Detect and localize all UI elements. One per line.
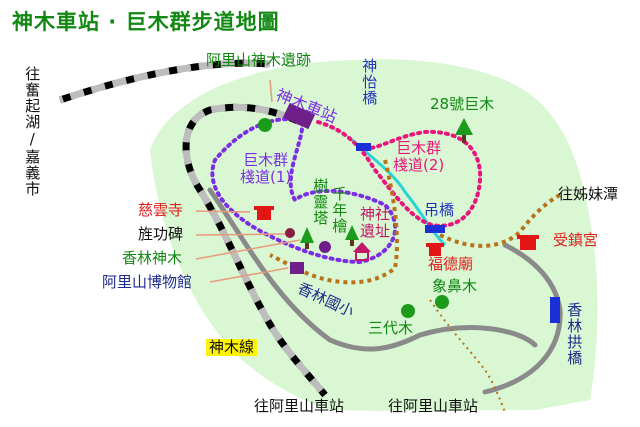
label-to-zimei-lake: 往姊妹潭 <box>558 185 619 203</box>
label-shouzhen-temple: 受鎮宮 <box>553 231 599 249</box>
label-giant-tree-28: 28號巨木 <box>430 95 495 113</box>
museum-icon <box>290 262 304 274</box>
label-trail-2: 巨木群 棧道(2) <box>393 139 445 175</box>
temple-icon <box>426 243 444 256</box>
label-elephant-trunk-tree: 象鼻木 <box>432 277 478 295</box>
label-shenyi-bridge: 神怡橋 <box>360 58 379 106</box>
label-suspension-bridge: 吊橋 <box>424 201 455 219</box>
pointer-ruins <box>269 79 273 103</box>
label-to-alishan-station-2: 往阿里山車站 <box>388 397 479 415</box>
tree-icon <box>258 118 272 132</box>
label-shenmu-line: 神木線 <box>206 338 258 357</box>
bridge-icon <box>550 297 560 323</box>
tree-icon <box>401 304 415 318</box>
tree-icon <box>435 295 449 309</box>
temple-icon <box>517 235 539 250</box>
label-alishan-museum: 阿里山博物館 <box>102 273 193 291</box>
label-to-fenqihu-chiayi: 往奮起湖/嘉義市 <box>23 66 42 197</box>
park-area <box>150 59 598 411</box>
road-xianglin <box>207 187 538 352</box>
map-title: 神木車站 · 巨木群步道地圖 <box>12 10 280 34</box>
dot-icon <box>319 241 331 253</box>
label-fude-temple: 福德廟 <box>428 255 474 273</box>
pointer-xianglin-tree <box>195 239 301 260</box>
pointer-museum <box>209 267 289 283</box>
bridge-icon <box>356 143 371 151</box>
dot-icon <box>285 228 295 238</box>
pointer-ciyun <box>195 210 251 213</box>
label-trail-1: 巨木群 棧道(1) <box>240 151 292 187</box>
bridge-icon <box>425 225 445 233</box>
label-shrine-ruins: 神社 遺址 <box>360 205 391 241</box>
label-ciyun-temple: 慈雲寺 <box>138 201 184 219</box>
trail-1 <box>210 117 398 265</box>
label-three-generation-tree: 三代木 <box>368 319 414 337</box>
trail-2 <box>316 120 483 228</box>
label-millennium-cypress: 千年檜 <box>330 186 349 234</box>
label-to-alishan-station-1: 往阿里山車站 <box>254 397 345 415</box>
road-east <box>482 242 563 395</box>
railway-line-alt <box>182 103 328 398</box>
path-south <box>429 299 506 413</box>
tree-icon <box>455 118 473 143</box>
railway-main-alt <box>58 59 271 104</box>
label-tree-spirit-pagoda: 樹靈塔 <box>311 178 330 226</box>
label-alishan-shenmu-ruins: 阿里山神木遺跡 <box>206 51 312 69</box>
path-to-zimei <box>439 193 561 248</box>
temple-icon <box>254 206 274 220</box>
tree-icon <box>300 227 314 249</box>
label-xuangong-stele: 旌功碑 <box>138 225 184 243</box>
label-xianglin-arch-bridge: 香林拱橋 <box>565 302 584 366</box>
station-icon <box>282 102 316 130</box>
shrine-icon <box>353 242 371 261</box>
tree-icon <box>345 225 359 246</box>
label-xianglin-sacred-tree: 香林神木 <box>122 249 183 267</box>
pointer-xuangong <box>195 233 286 236</box>
